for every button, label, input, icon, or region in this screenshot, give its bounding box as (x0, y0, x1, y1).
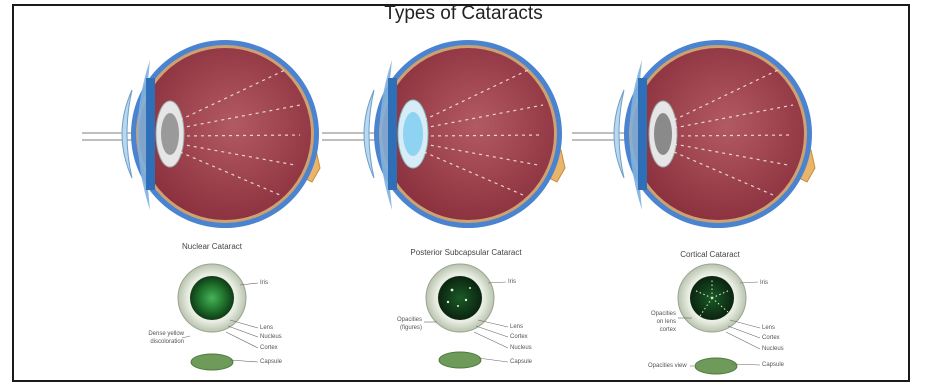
callout-capsule-posterior-subcapsular: Capsule (510, 358, 532, 366)
callout-text: Dense yellow (144, 330, 184, 338)
callout-left-posterior-subcapsular: Opacities (figures) (388, 316, 422, 332)
callout-iris-nuclear: Iris (260, 279, 268, 287)
eye-cross-section-posterior-subcapsular (322, 40, 565, 228)
callout-text: (figures) (388, 324, 422, 332)
callout-lens-cortical: Lens (762, 324, 775, 332)
lens-front-view-cortical (678, 264, 760, 374)
callout-nucleus-cortical: Nucleus (762, 345, 784, 353)
callout-cortex-cortical: Cortex (762, 334, 780, 342)
lens-front-view-nuclear (178, 264, 258, 370)
callout-text: on lens (646, 318, 676, 326)
callout-iris-posterior-subcapsular: Iris (508, 278, 516, 286)
callout-iris-cortical: Iris (760, 279, 768, 287)
callout-left-cortical: Opacities on lens cortex (646, 310, 676, 334)
callout-capsule-nuclear: Capsule (260, 358, 282, 366)
lens-front-view-posterior-subcapsular (424, 264, 508, 368)
eye-cross-section-cortical (572, 40, 815, 228)
callout-text: cortex (646, 326, 676, 334)
callout-bottom-left-cortical: Opacities view (648, 362, 687, 370)
callout-lens-nuclear: Lens (260, 324, 273, 332)
callout-nucleus-nuclear: Nucleus (260, 333, 282, 341)
callout-cortex-posterior-subcapsular: Cortex (510, 333, 528, 341)
eye-cross-section-nuclear (82, 40, 320, 228)
callout-cortex-nuclear: Cortex (260, 344, 278, 352)
panel-label-nuclear: Nuclear Cataract (102, 242, 322, 251)
callout-text: Opacities (388, 316, 422, 324)
callout-lens-posterior-subcapsular: Lens (510, 323, 523, 331)
panel-label-cortical: Cortical Cataract (600, 250, 820, 259)
callout-left-nuclear: Dense yellow discoloration (144, 330, 184, 346)
callout-nucleus-posterior-subcapsular: Nucleus (510, 344, 532, 352)
callout-text: Opacities (646, 310, 676, 318)
callout-text: discoloration (144, 338, 184, 346)
callout-capsule-cortical: Capsule (762, 361, 784, 369)
panel-label-posterior-subcapsular: Posterior Subcapsular Cataract (356, 248, 576, 257)
